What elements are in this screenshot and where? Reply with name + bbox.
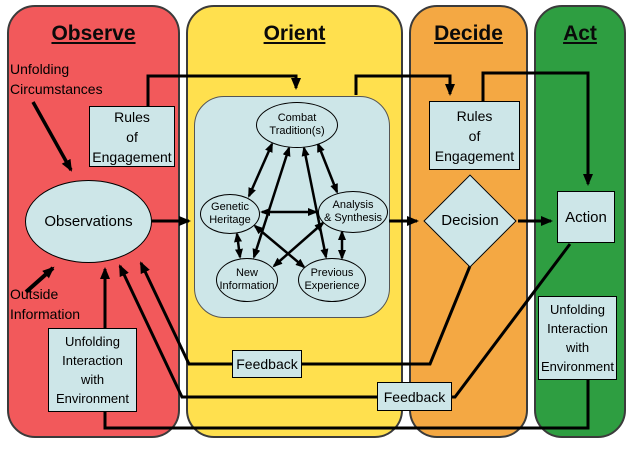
orient-cluster-arrows bbox=[234, 142, 346, 269]
rules-of-engagement-observe-box: Rules of Engagement bbox=[89, 106, 175, 167]
arrow-unfolding-circumstances-to-observations bbox=[31, 101, 73, 172]
observations-ellipse: Observations bbox=[25, 180, 152, 263]
column-orient-header: Orient bbox=[263, 22, 326, 45]
arrow-action-feedback-to-observations bbox=[118, 243, 572, 399]
label-outside-information: Outside Information bbox=[10, 286, 81, 322]
column-observe-header: Observe bbox=[51, 22, 136, 45]
feedback-box-decide: Feedback bbox=[377, 382, 452, 411]
decision-label: Decision bbox=[441, 212, 499, 229]
arrow-decision-feedback-to-observations bbox=[139, 261, 472, 366]
label-unfolding-circumstances: Unfolding Circumstances bbox=[10, 61, 103, 97]
action-box: Action bbox=[557, 191, 615, 243]
arrow-combat-analysis bbox=[316, 142, 339, 194]
new-information-ellipse: New Information bbox=[216, 258, 278, 302]
arrow-outside-information-to-observations bbox=[24, 266, 55, 294]
arrow-analysis-newinfo bbox=[272, 221, 325, 268]
unfolding-interaction-act-box: Unfolding Interaction with Environment bbox=[538, 296, 617, 380]
arrow-roe-observe-to-orient-top bbox=[146, 74, 301, 106]
previous-experience-ellipse: Previous Experience bbox=[298, 258, 366, 302]
arrow-combat-genetic bbox=[247, 142, 274, 198]
arrow-genetic-newinfo bbox=[234, 232, 243, 259]
column-decide-header: Decide bbox=[434, 22, 503, 45]
rules-of-engagement-decide-box: Rules of Engagement bbox=[429, 101, 520, 170]
arrow-orient-top-to-roe-decide bbox=[354, 74, 455, 96]
arrow-roe-decide-to-action bbox=[481, 71, 593, 186]
genetic-heritage-ellipse: Genetic Heritage bbox=[200, 194, 260, 234]
analysis-synthesis-ellipse: Analysis & Synthesis bbox=[318, 191, 388, 233]
column-act-header: Act bbox=[563, 22, 597, 45]
unfolding-interaction-observe-box: Unfolding Interaction with Environment bbox=[48, 328, 137, 412]
combat-traditions-ellipse: Combat Tradition(s) bbox=[256, 102, 338, 148]
feedback-box-orient: Feedback bbox=[232, 350, 302, 378]
